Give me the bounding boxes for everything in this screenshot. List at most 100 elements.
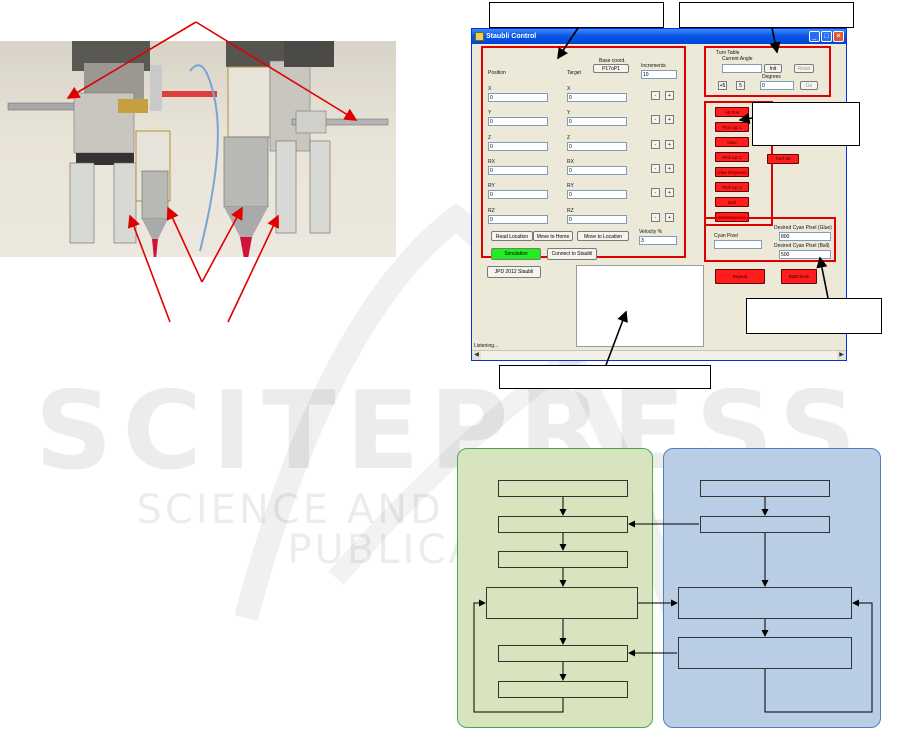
- action-button[interactable]: Pick Up 1: [715, 122, 749, 132]
- app-icon: [475, 32, 484, 41]
- move-to-location-button[interactable]: Move to Location: [577, 231, 629, 241]
- increment-button[interactable]: +: [665, 91, 674, 100]
- repeat-button[interactable]: Repeat: [715, 269, 765, 284]
- target-field[interactable]: 0: [567, 190, 627, 199]
- degrees-input[interactable]: 0: [760, 81, 794, 90]
- jpd-staubli-button[interactable]: JPD 2012 Staubli: [487, 266, 541, 278]
- axis-label-position: Y: [488, 110, 492, 116]
- ball-check-button[interactable]: BallCheck: [781, 269, 817, 284]
- base-coord-button[interactable]: P17oP1: [593, 64, 629, 73]
- decrement-button[interactable]: -: [651, 213, 660, 222]
- current-angle-input[interactable]: [722, 64, 762, 73]
- target-field[interactable]: 0: [567, 215, 627, 224]
- action-button[interactable]: Ball: [715, 197, 749, 207]
- scroll-left-icon[interactable]: ◀: [472, 351, 481, 360]
- flow-step-1: [498, 480, 628, 497]
- cyan-pixel-panel: Cyan Pixel Desired Cyan Pixel (Glue) 800…: [704, 217, 836, 262]
- axis-label-target: X: [567, 86, 571, 92]
- flow-step-3: [498, 551, 628, 568]
- desired-glue-input[interactable]: 800: [779, 232, 831, 241]
- horizontal-scrollbar[interactable]: ◀ ▶: [472, 350, 846, 360]
- axis-label-position: RZ: [488, 208, 495, 214]
- base-coord-label: Base coord.: [599, 58, 626, 64]
- position-panel: Position Target Base coord. P17oP1 Incre…: [481, 46, 686, 260]
- action-button[interactable]: Pick Up 3: [715, 182, 749, 192]
- position-field[interactable]: 0: [488, 215, 548, 224]
- maximize-button[interactable]: □: [821, 31, 832, 42]
- increments-input[interactable]: 10: [641, 70, 677, 79]
- target-field[interactable]: 0: [567, 93, 627, 102]
- desired-ball-input[interactable]: 500: [779, 250, 831, 259]
- rotate-plus-button[interactable]: 5: [736, 81, 745, 90]
- action-button[interactable]: Pick Up 2: [715, 152, 749, 162]
- increment-button[interactable]: +: [665, 213, 674, 222]
- degrees-label: Degrees: [762, 74, 781, 80]
- flow-step-10: [678, 637, 852, 669]
- decrement-button[interactable]: -: [651, 115, 660, 124]
- decrement-button[interactable]: -: [651, 140, 660, 149]
- window-titlebar: Staubli Control: [472, 29, 846, 44]
- desired-glue-label: Desired Cyan Pixel (Glue): [774, 225, 832, 231]
- target-field[interactable]: 0: [567, 117, 627, 126]
- target-header: Target: [567, 70, 581, 76]
- robot-tool-photo: [0, 41, 396, 257]
- axis-label-position: RY: [488, 183, 495, 189]
- go-button[interactable]: Go: [800, 81, 818, 90]
- flow-step-2: [498, 516, 628, 533]
- velocity-label: Velocity %: [639, 229, 663, 235]
- flow-step-9: [678, 587, 852, 619]
- position-field[interactable]: 0: [488, 166, 548, 175]
- decrement-button[interactable]: -: [651, 188, 660, 197]
- axis-label-target: Y: [567, 110, 571, 116]
- move-to-home-button[interactable]: Move to Home: [533, 231, 573, 241]
- robot-tool-illustration: [7, 41, 389, 257]
- position-field[interactable]: 0: [488, 142, 548, 151]
- simulation-button[interactable]: Simulation: [491, 248, 541, 260]
- callout-log-box: [499, 365, 711, 389]
- flow-step-7: [700, 480, 830, 497]
- action-button[interactable]: Alt Pos: [715, 107, 749, 117]
- position-field[interactable]: 0: [488, 190, 548, 199]
- increment-button[interactable]: +: [665, 140, 674, 149]
- action-button[interactable]: Glue Dispense: [715, 167, 749, 177]
- desired-ball-label: Desired Cyan Pixel (Ball): [774, 243, 830, 249]
- close-button[interactable]: ✕: [833, 31, 844, 42]
- increment-button[interactable]: +: [665, 115, 674, 124]
- read-location-button[interactable]: Read Location: [491, 231, 533, 241]
- reset-button[interactable]: Reset: [794, 64, 814, 73]
- minimize-button[interactable]: _: [809, 31, 820, 42]
- axis-label-target: RZ: [567, 208, 574, 214]
- turn-60-button[interactable]: Turn 60: [767, 154, 799, 164]
- flow-step-5: [498, 645, 628, 662]
- position-field[interactable]: 0: [488, 93, 548, 102]
- target-field[interactable]: 0: [567, 142, 627, 151]
- callout-position-panel: [489, 2, 664, 28]
- flowchart-arrows: [473, 497, 873, 713]
- turntable-panel: Turn Table Current Angle Init Reset Degr…: [704, 46, 831, 97]
- init-button[interactable]: Init: [764, 64, 782, 73]
- flow-step-8: [700, 516, 830, 533]
- rotate-minus-button[interactable]: +5: [718, 81, 727, 90]
- action-button[interactable]: Glue: [715, 137, 749, 147]
- callout-action-panel: [752, 102, 860, 146]
- axis-label-position: X: [488, 86, 492, 92]
- axis-label-target: Z: [567, 135, 571, 141]
- photo-arrows: [66, 21, 358, 323]
- cyan-pixel-value: [714, 240, 762, 249]
- target-field[interactable]: 0: [567, 166, 627, 175]
- cyan-pixel-label: Cyan Pixel: [714, 233, 738, 239]
- increment-button[interactable]: +: [665, 164, 674, 173]
- axis-label-position: Z: [488, 135, 492, 141]
- scroll-right-icon[interactable]: ▶: [837, 351, 846, 360]
- window-title: Staubli Control: [486, 33, 537, 40]
- increments-label: Increments: [641, 63, 666, 69]
- velocity-input[interactable]: 3: [639, 236, 677, 245]
- increment-button[interactable]: +: [665, 188, 674, 197]
- decrement-button[interactable]: -: [651, 164, 660, 173]
- axis-label-position: RX: [488, 159, 495, 165]
- position-field[interactable]: 0: [488, 117, 548, 126]
- current-angle-label: Current Angle: [722, 56, 753, 62]
- decrement-button[interactable]: -: [651, 91, 660, 100]
- connect-button[interactable]: Connect to Staubli: [547, 248, 597, 260]
